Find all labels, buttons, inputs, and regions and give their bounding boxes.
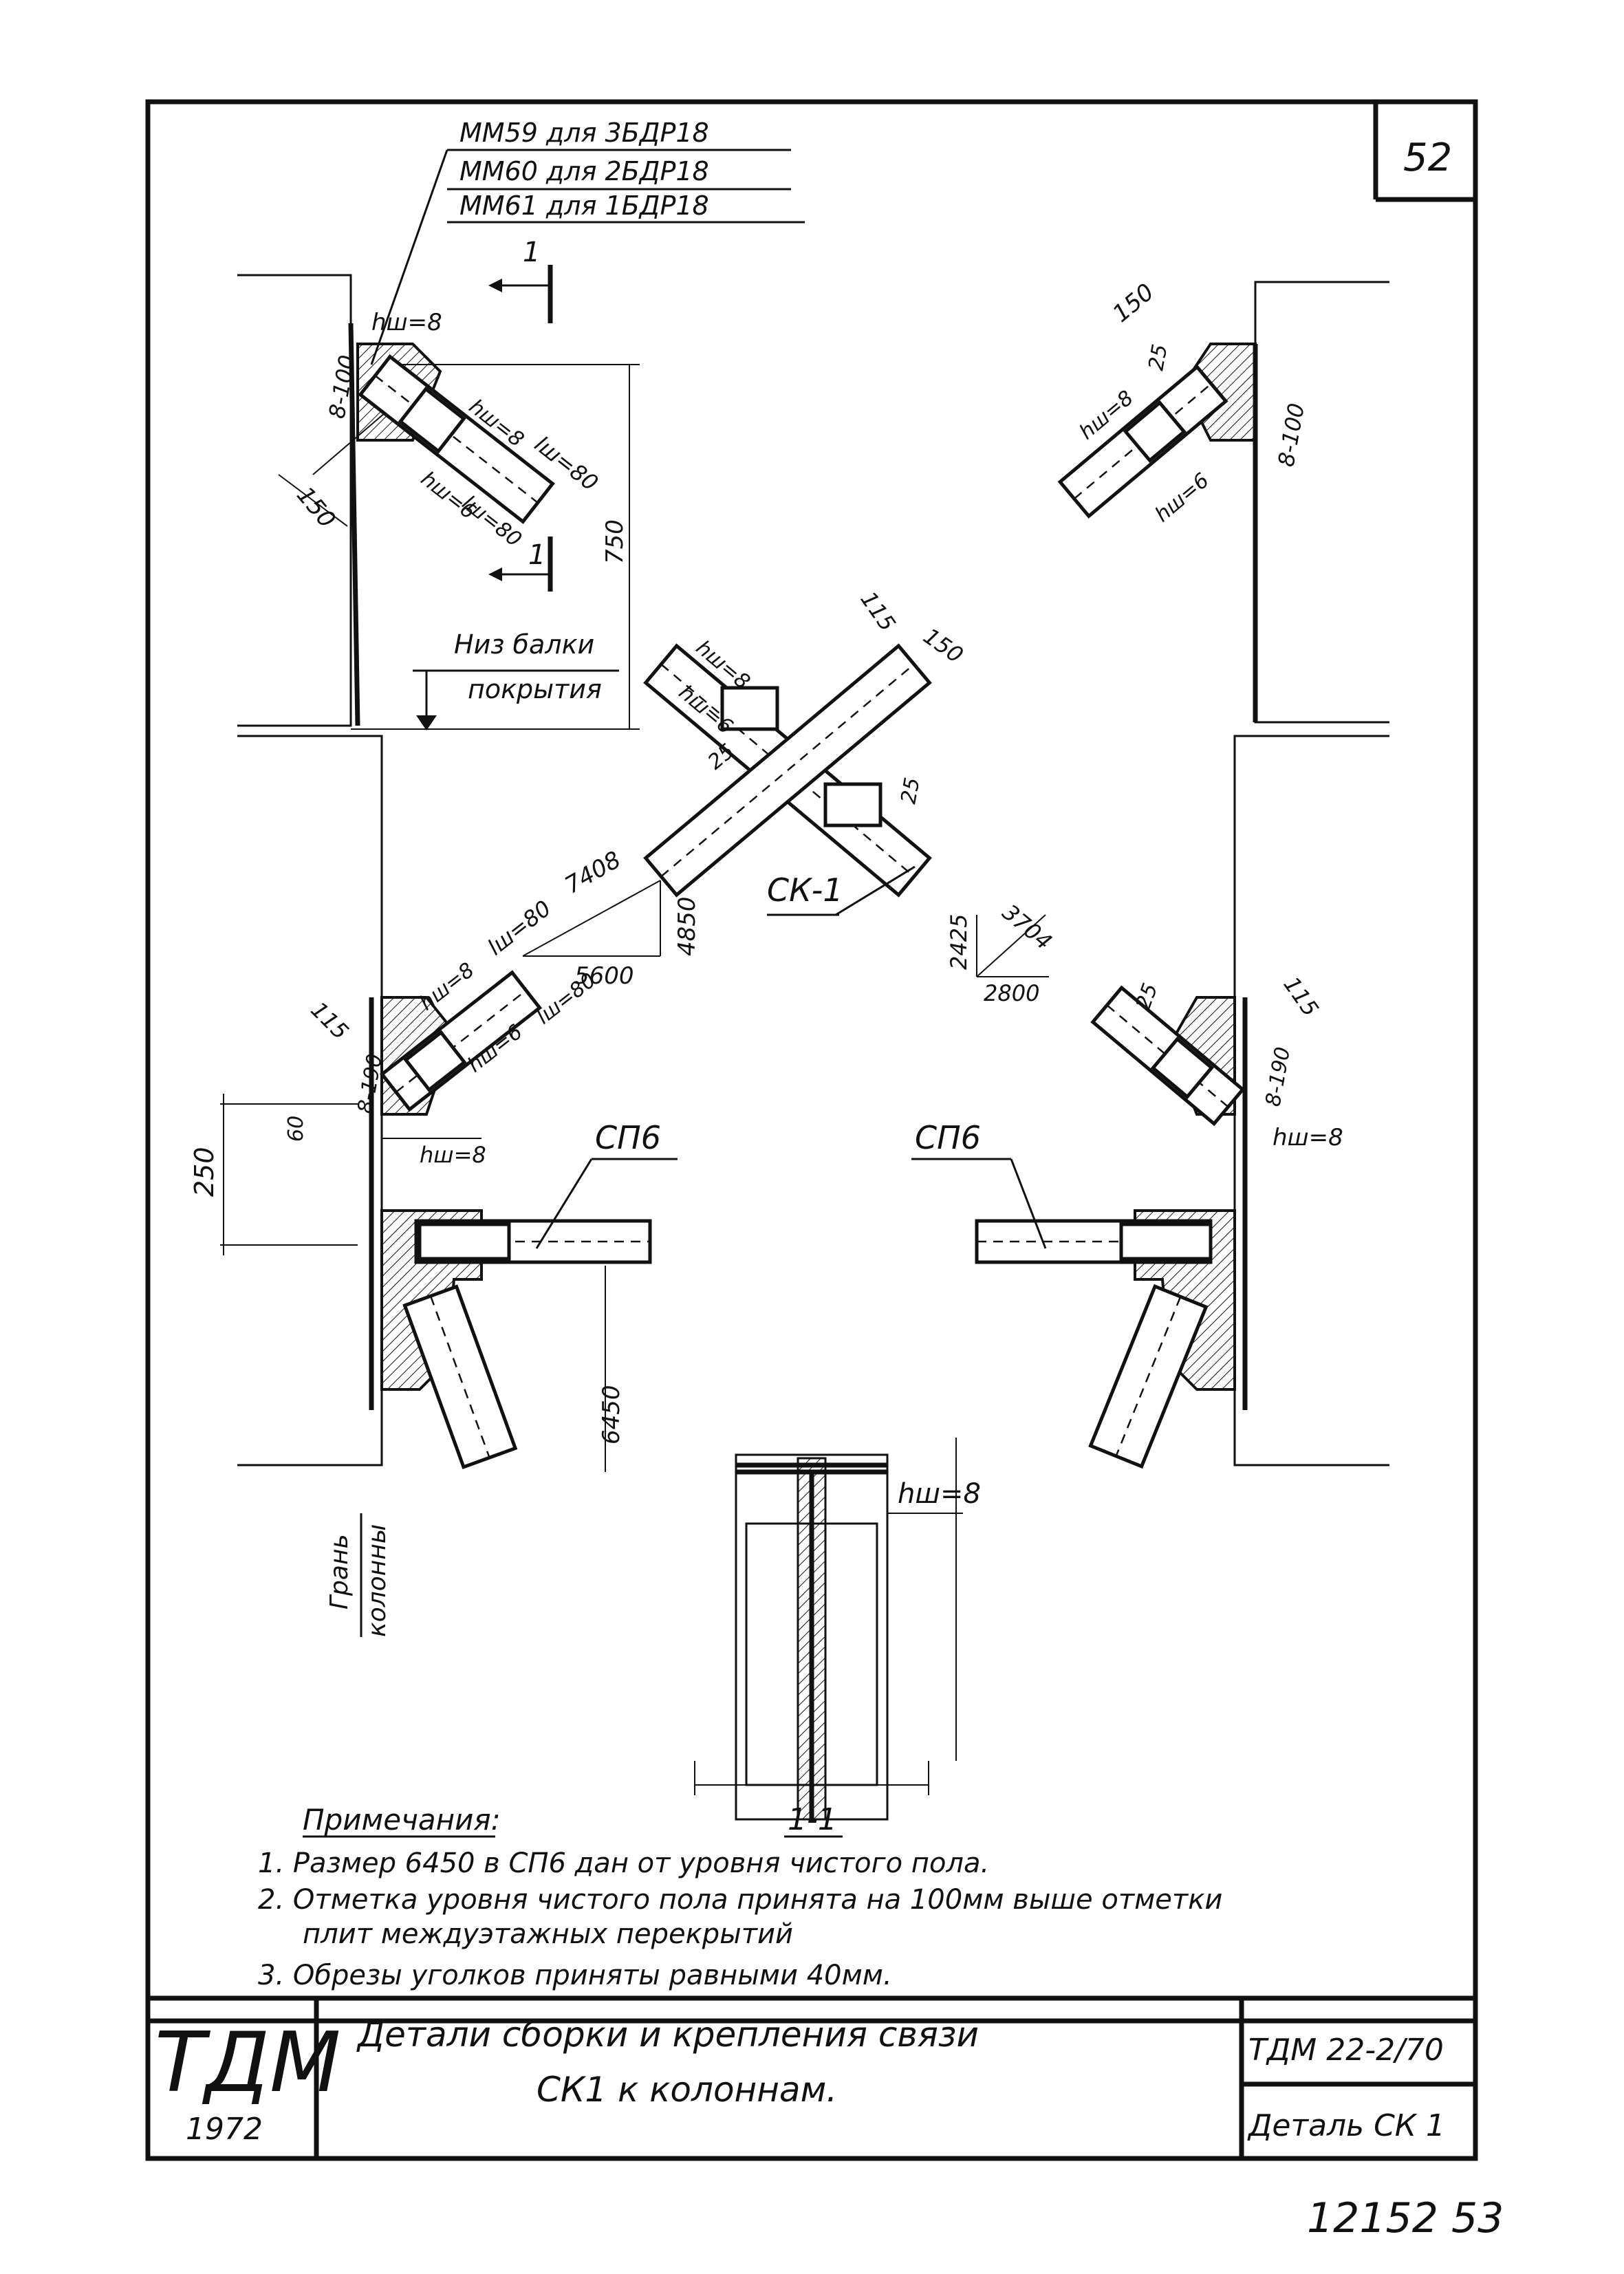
dim-5600: 5600: [574, 962, 634, 990]
title-line1: Детали сборки и крепления связи: [356, 2015, 979, 2055]
dim-6450: 6450: [598, 1385, 625, 1444]
sheet-frame: [145, 99, 1478, 2024]
beam-level-mark: Низ балки покрытия: [351, 629, 640, 730]
strut-mark-right: СП6: [915, 1119, 981, 1156]
archive-number: 12152 53: [1307, 2194, 1504, 2242]
dim-150-ur: 150: [1107, 279, 1159, 328]
central-cross: 115 150 hш=8 hш=6 25 25: [643, 587, 968, 898]
section-1-1: hш=8 1-1: [694, 1438, 981, 1838]
section-label: 1-1: [788, 1802, 837, 1837]
weld-l80-ml: lш=80: [483, 895, 556, 960]
dim-25-ur: 25: [1144, 343, 1172, 373]
dim-750: 750: [601, 519, 629, 564]
note-2b: плит междуэтажных перекрытий: [303, 1918, 793, 1950]
dim-250-group: 250: [189, 1094, 358, 1255]
strut-mark-left: СП6: [595, 1119, 661, 1156]
beam-note-line2: покрытия: [468, 674, 602, 704]
note-3: 3. Обрезы уголков приняты равными 40мм.: [258, 1960, 892, 1991]
spec-line-1: ММ59 для 3БДР18: [459, 118, 709, 148]
brace-mark: СК-1: [767, 871, 843, 909]
section-cut-upper: 1: [488, 237, 553, 323]
tdm-logo: ТДМ: [155, 2015, 341, 2111]
upper-right-connection: 150 25 8-100 hш=8 hш=6: [1057, 279, 1310, 527]
weld-h8-section: hш=8: [898, 1478, 981, 1510]
dim-3704: 3704: [997, 899, 1057, 955]
dim-7408: 7408: [561, 846, 626, 900]
upper-left-connection: 150 8-100 hш=8 hш=8 lш=80 hш=6 lш=80 750: [278, 309, 640, 729]
dim-2800: 2800: [984, 980, 1039, 1006]
notes-title: Примечания:: [303, 1803, 501, 1837]
title-detail: Деталь СК 1: [1247, 2108, 1445, 2143]
dim-115-ml: 115: [305, 997, 354, 1045]
dim-60-ml: 60: [284, 1116, 308, 1142]
section-cut-lower: 1: [488, 537, 553, 592]
spec-line-2: ММ60 для 2БДР18: [459, 156, 709, 186]
left-column-upper: [237, 274, 360, 727]
title-line2: СК1 к колоннам.: [537, 2070, 837, 2110]
weld-h8-mr: hш=8: [1273, 1124, 1343, 1151]
mid-left-connection: 115 8-190 60 hш=8 lш=80 hш=6 lш=80 hш=8: [284, 895, 600, 1168]
dim-25-c2: 25: [896, 776, 924, 806]
spec-callout: ММ59 для 3БДР18 ММ60 для 2БДР18 ММ61 для…: [370, 118, 805, 365]
title-code: ТДМ 22-2/70: [1248, 2033, 1444, 2068]
note-1: 1. Размер 6450 в СП6 дан от уровня чисто…: [258, 1848, 989, 1879]
column-face-label: Грань колонны: [325, 1513, 391, 1637]
notes: Примечания: 1. Размер 6450 в СП6 дан от …: [258, 1803, 1222, 1991]
weld-h8-ul: hш=8: [371, 309, 442, 336]
brace-mark-group: СК-1: [767, 865, 916, 916]
weld-l80-ml2: lш=80: [532, 968, 600, 1030]
title-block: ТДМ 1972 Детали сборки и крепления связи…: [145, 1995, 1478, 2161]
dim-250: 250: [189, 1147, 219, 1197]
dim-100-ul: 8-100: [323, 353, 360, 420]
dim-115-mr: 115: [1278, 972, 1323, 1021]
dim-2425: 2425: [946, 914, 972, 970]
weld-h8-ml2: hш=8: [420, 1142, 486, 1168]
column-face-line2: колонны: [363, 1524, 391, 1637]
dim-115-c: 115: [855, 587, 900, 636]
title-year: 1972: [186, 2112, 263, 2147]
dim-4850: 4850: [673, 896, 701, 956]
note-2: 2. Отметка уровня чистого пола принята н…: [258, 1884, 1222, 1916]
dim-100-ur: 8-100: [1273, 401, 1310, 468]
right-column-lower: [1233, 735, 1389, 1466]
section-mark-top: 1: [523, 237, 540, 268]
weld-h6-ur: hш=6: [1151, 468, 1214, 527]
dim-190-mr: 8-190: [1261, 1045, 1295, 1108]
spec-line-3: ММ61 для 1БДР18: [459, 191, 709, 221]
dim-150-c: 150: [918, 622, 968, 668]
sheet-number-box: 52: [1373, 102, 1475, 202]
geometry-right: 3704 2425 2800: [946, 899, 1057, 1006]
mid-right-connection: 25 115 8-190 hш=8: [1090, 972, 1343, 1151]
column-face-line1: Грань: [325, 1534, 354, 1610]
section-mark-bottom: 1: [528, 539, 545, 571]
strut-left: СП6 6450: [380, 1119, 678, 1472]
right-column-upper: [1253, 281, 1389, 724]
sheet-number: 52: [1403, 136, 1452, 180]
beam-note-line1: Низ балки: [454, 629, 594, 660]
strut-right: СП6: [911, 1119, 1236, 1469]
